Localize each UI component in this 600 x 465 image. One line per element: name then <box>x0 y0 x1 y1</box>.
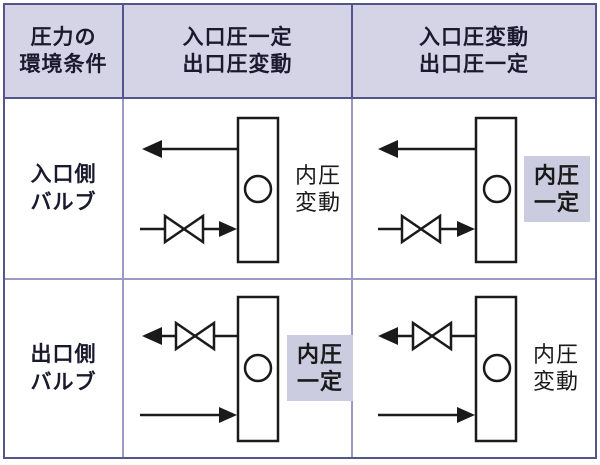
header-inlet-variable-outlet-constant: 入口圧変動 出口圧一定 <box>353 5 595 99</box>
internal-pressure-label: 内圧 変動 <box>294 163 341 215</box>
tank-valve-diagram <box>378 295 518 443</box>
tank-valve-diagram <box>140 116 280 264</box>
internal-pressure-label-highlighted: 内圧 一定 <box>524 156 590 222</box>
diagram-inlet-valve-case2: 内圧 一定 <box>353 99 595 280</box>
valve-icon <box>192 320 216 352</box>
internal-pressure-label-highlighted: 内圧 一定 <box>287 335 353 401</box>
row-label-text: 入口側 バルブ <box>30 162 97 214</box>
diagram-outlet-valve-case2: 内圧 変動 <box>353 280 595 457</box>
valve-icon <box>411 320 435 352</box>
internal-pressure-label: 内圧 変動 <box>532 342 579 394</box>
arrow-left-icon <box>378 327 398 345</box>
arrow-left-icon <box>378 140 398 158</box>
valve-pressure-table: 圧力の 環境条件 入口圧一定 出口圧変動 入口圧変動 出口圧一定 入口側 バルブ <box>3 3 597 459</box>
arrow-right-icon <box>219 221 237 237</box>
valve-icon <box>429 320 453 352</box>
arrow-left-icon <box>142 327 162 345</box>
arrow-right-icon <box>457 407 475 423</box>
tank-valve-diagram <box>378 116 518 264</box>
arrow-right-icon <box>219 407 237 423</box>
valve-icon <box>418 213 442 245</box>
valve-icon <box>400 213 424 245</box>
valve-icon <box>174 320 198 352</box>
row-label-text: 出口側 バルブ <box>30 342 97 394</box>
tank-valve-diagram <box>140 295 280 443</box>
gauge-circle-icon <box>482 174 512 204</box>
diagram-outlet-valve-case1: 内圧 一定 <box>124 280 353 457</box>
row-label-inlet-side-valve: 入口側 バルブ <box>5 99 124 280</box>
gauge-circle-icon <box>482 353 512 383</box>
gauge-circle-icon <box>243 174 273 204</box>
row-label-outlet-side-valve: 出口側 バルブ <box>5 280 124 457</box>
tank-icon <box>474 116 518 264</box>
valve-icon <box>181 213 205 245</box>
header-pressure-environment: 圧力の 環境条件 <box>5 5 124 99</box>
arrow-right-icon <box>457 221 475 237</box>
diagram-inlet-valve-case1: 内圧 変動 <box>124 99 353 280</box>
header-inlet-constant-outlet-variable: 入口圧一定 出口圧変動 <box>124 5 353 99</box>
gauge-circle-icon <box>243 353 273 383</box>
arrow-left-icon <box>142 140 162 158</box>
valve-icon <box>163 213 187 245</box>
